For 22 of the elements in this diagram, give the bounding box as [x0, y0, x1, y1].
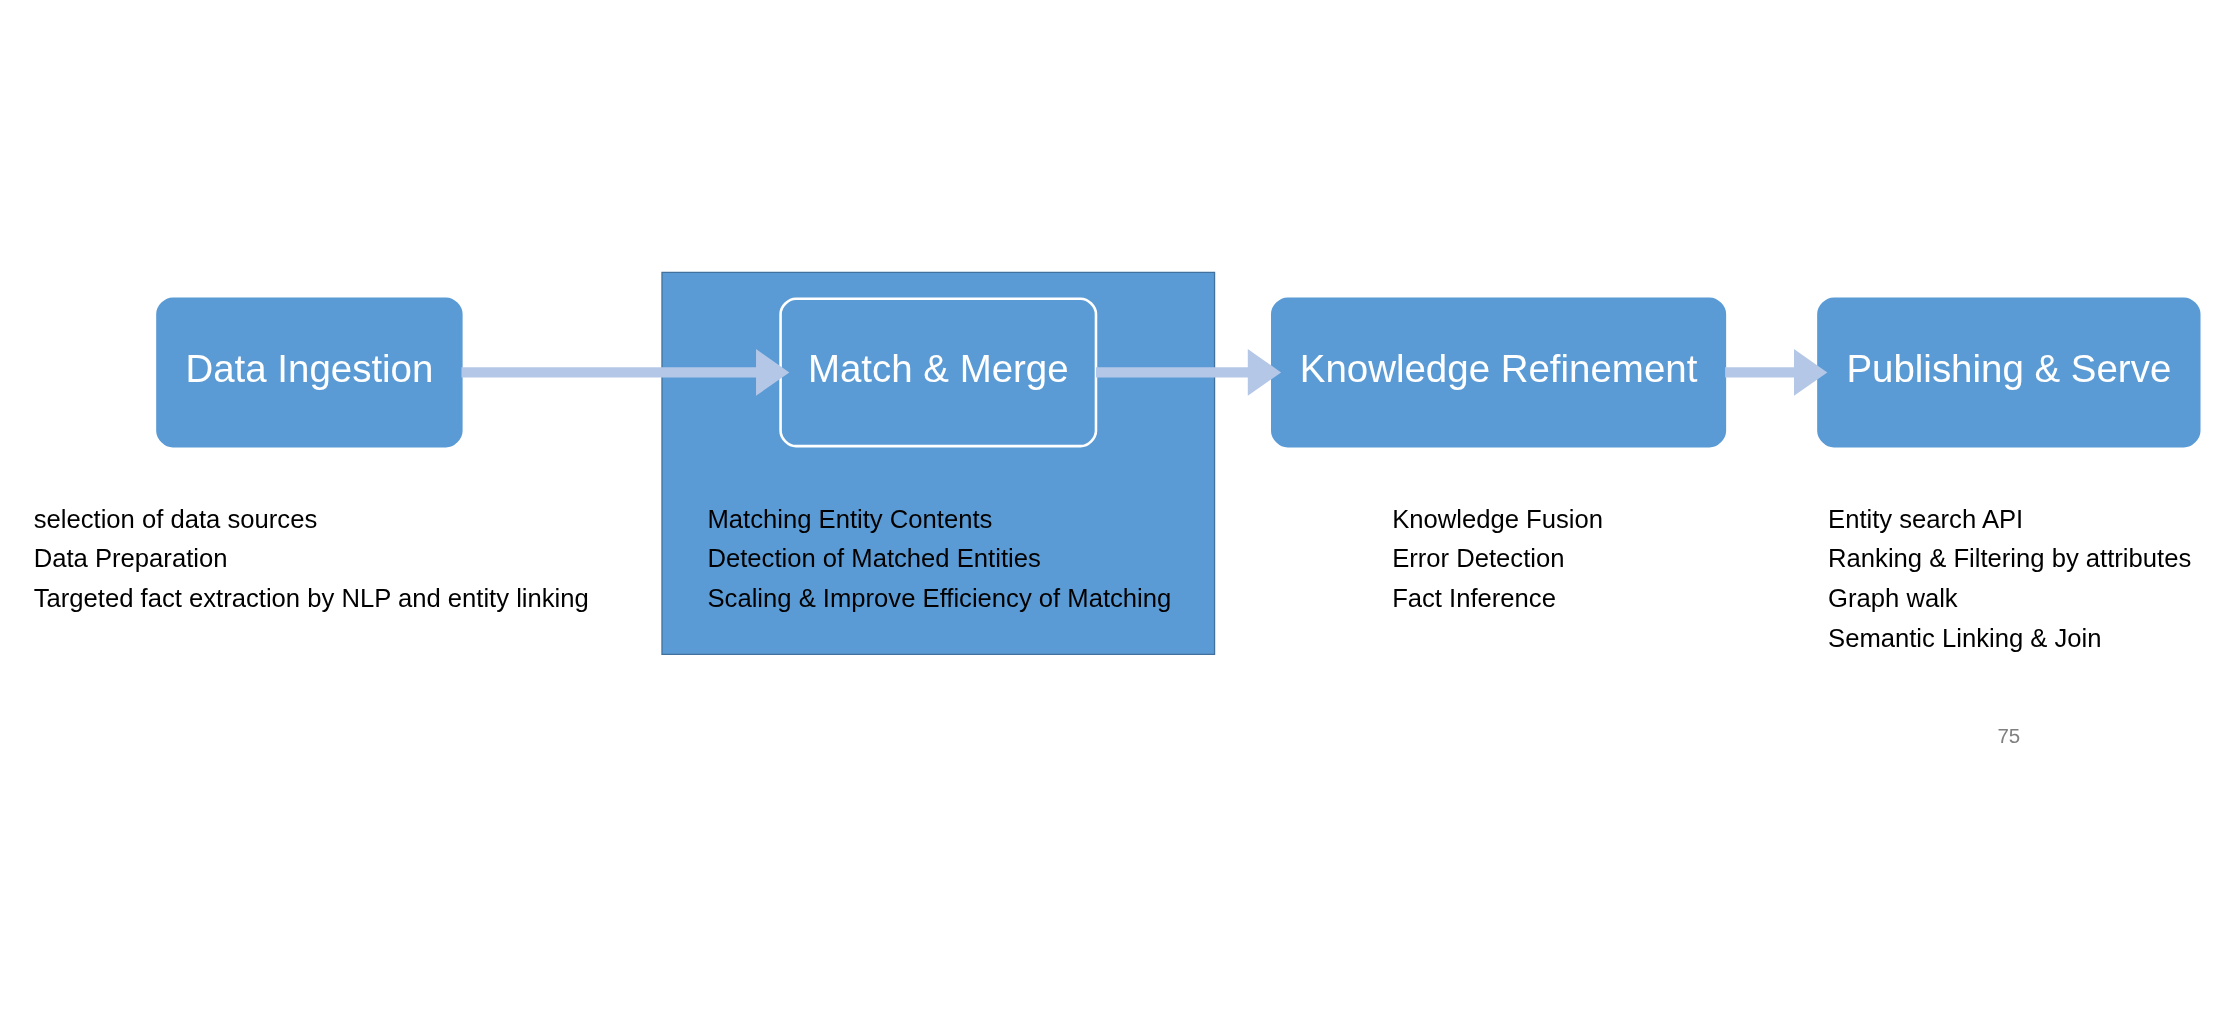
- node-label: Error Detection: [1392, 544, 1565, 573]
- node-label: Ranking & Filtering by attributes: [1828, 544, 2192, 573]
- node-box: Publishing & Serve: [1817, 297, 2201, 448]
- node-label: selection of data sources: [33, 504, 318, 533]
- node-label: Graph walk: [1828, 584, 1958, 613]
- arrow: [1096, 349, 1282, 396]
- node-label: Fact Inference: [1392, 584, 1556, 613]
- node-label: Matching Entity Contents: [707, 504, 993, 533]
- node-box: Match & Merge: [779, 297, 1098, 448]
- node-label: Knowledge Fusion: [1392, 504, 1603, 533]
- node-label: Targeted fact extraction by NLP and entity linking: [33, 584, 589, 613]
- arrow: [461, 349, 790, 396]
- label: 75: [1997, 723, 2021, 747]
- node-label: Data Preparation: [33, 544, 228, 573]
- node-box: Knowledge Refinement: [1271, 297, 1727, 448]
- node-box: Data Ingestion: [156, 297, 463, 448]
- arrow: [1725, 349, 1828, 396]
- node-label: Entity search API: [1828, 504, 2024, 533]
- node-label: Detection of Matched Entities: [707, 544, 1041, 573]
- cluster: [661, 271, 1216, 656]
- node-label: Semantic Linking & Join: [1828, 623, 2102, 652]
- node-label: Scaling & Improve Efficiency of Matching: [707, 584, 1172, 613]
